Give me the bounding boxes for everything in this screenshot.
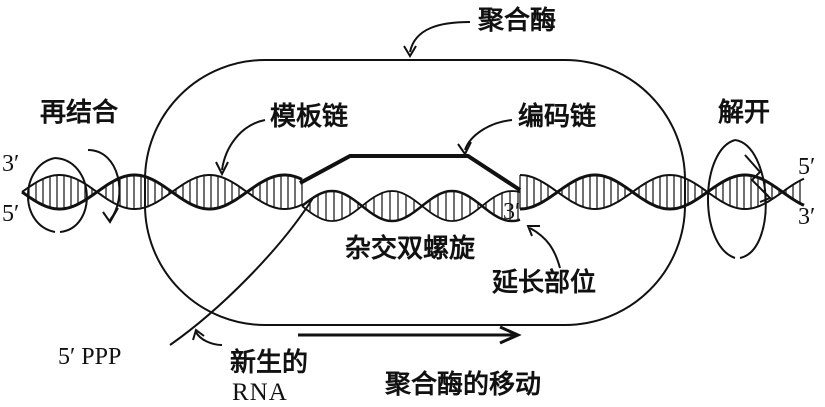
right-bottom-end-label: 3′ xyxy=(798,204,816,230)
dna-helix xyxy=(21,173,805,211)
template-strand-hybrid xyxy=(301,189,521,223)
nascent-rna-strand xyxy=(169,197,314,346)
rewind-label: 再结合 xyxy=(40,98,119,128)
rna-5ppp-end-label: 5′ PPP xyxy=(58,344,122,370)
polymerase-label: 聚合酶 xyxy=(478,6,557,36)
movement-arrow xyxy=(298,325,522,345)
coding-strand-bubble xyxy=(299,154,522,192)
left-bottom-end-label: 5′ xyxy=(2,201,20,227)
polymerase-body xyxy=(144,59,686,326)
template-pointer xyxy=(221,119,266,171)
coding-strand-label: 编码链 xyxy=(518,102,597,132)
template-strand-label: 模板链 xyxy=(270,102,349,132)
template-strand-right xyxy=(519,173,805,211)
coding-strand-right xyxy=(519,173,805,210)
polymerase-movement-label: 聚合酶的移动 xyxy=(385,370,542,400)
new-rna-pointer xyxy=(195,331,223,346)
new-rna-label-line1: 新生的 xyxy=(230,348,309,378)
coding-pointer xyxy=(464,119,513,151)
hybrid-helix-label: 杂交双螺旋 xyxy=(345,234,476,264)
rna-3-end-label: 3′ xyxy=(503,199,521,225)
elongation-site-label: 延长部位 xyxy=(492,268,597,298)
unwind-label: 解开 xyxy=(718,98,771,128)
polymerase-pointer xyxy=(409,21,471,53)
new-rna-label-line2: RNA xyxy=(232,379,288,406)
elongation-pointer xyxy=(529,227,561,269)
right-top-end-label: 5′ xyxy=(798,154,816,180)
template-strand-left xyxy=(21,173,303,211)
rna-dna-hybrid-helix xyxy=(301,189,521,223)
coding-strand-left xyxy=(21,174,303,210)
rna-strand-hybrid xyxy=(301,190,521,222)
left-top-end-label: 3′ xyxy=(2,151,20,177)
label-pointers xyxy=(192,21,561,346)
